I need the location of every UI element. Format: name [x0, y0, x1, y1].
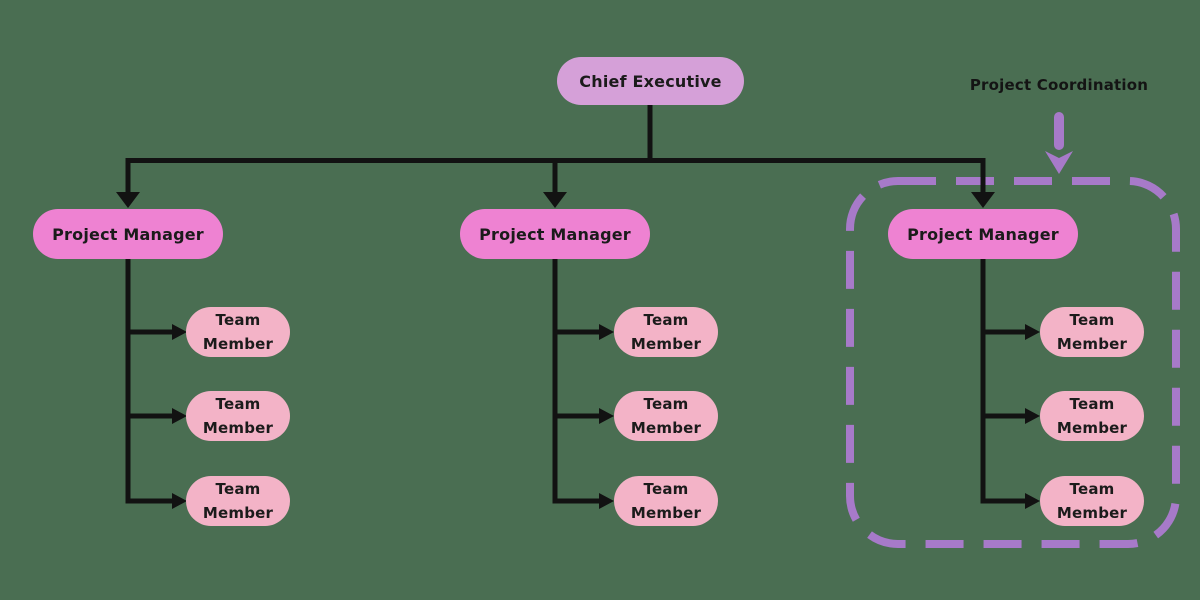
node-team-member: Team Member [186, 476, 290, 526]
down-arrowhead-icon [543, 192, 567, 208]
down-arrowhead-icon [116, 192, 140, 208]
right-arrowhead-icon [599, 324, 614, 340]
node-project-manager-3: Project Manager [888, 209, 1078, 259]
right-arrowhead-icon [599, 493, 614, 509]
node-team-member: Team Member [614, 391, 718, 441]
node-team-member: Team Member [614, 476, 718, 526]
right-arrowhead-icon [599, 408, 614, 424]
right-arrowhead-icon [172, 493, 187, 509]
tree-connectors [125, 104, 1029, 504]
coordination-label: Project Coordination [969, 76, 1149, 94]
down-arrowhead-icon [971, 192, 995, 208]
right-arrowhead-icon [1025, 324, 1040, 340]
coordination-boundary [846, 177, 1180, 548]
node-project-manager-1: Project Manager [33, 209, 223, 259]
right-arrowhead-icon [1025, 493, 1040, 509]
node-team-member: Team Member [614, 307, 718, 357]
node-team-member: Team Member [1040, 476, 1144, 526]
right-arrowhead-icon [1025, 408, 1040, 424]
node-team-member: Team Member [1040, 391, 1144, 441]
right-arrowhead-icon [172, 408, 187, 424]
right-arrowhead-icon [172, 324, 187, 340]
node-project-manager-2: Project Manager [460, 209, 650, 259]
node-chief-executive: Chief Executive [557, 57, 744, 105]
coordination-arrow-icon [1045, 112, 1073, 174]
node-team-member: Team Member [186, 391, 290, 441]
node-team-member: Team Member [186, 307, 290, 357]
node-team-member: Team Member [1040, 307, 1144, 357]
arrowheads [116, 192, 1040, 509]
